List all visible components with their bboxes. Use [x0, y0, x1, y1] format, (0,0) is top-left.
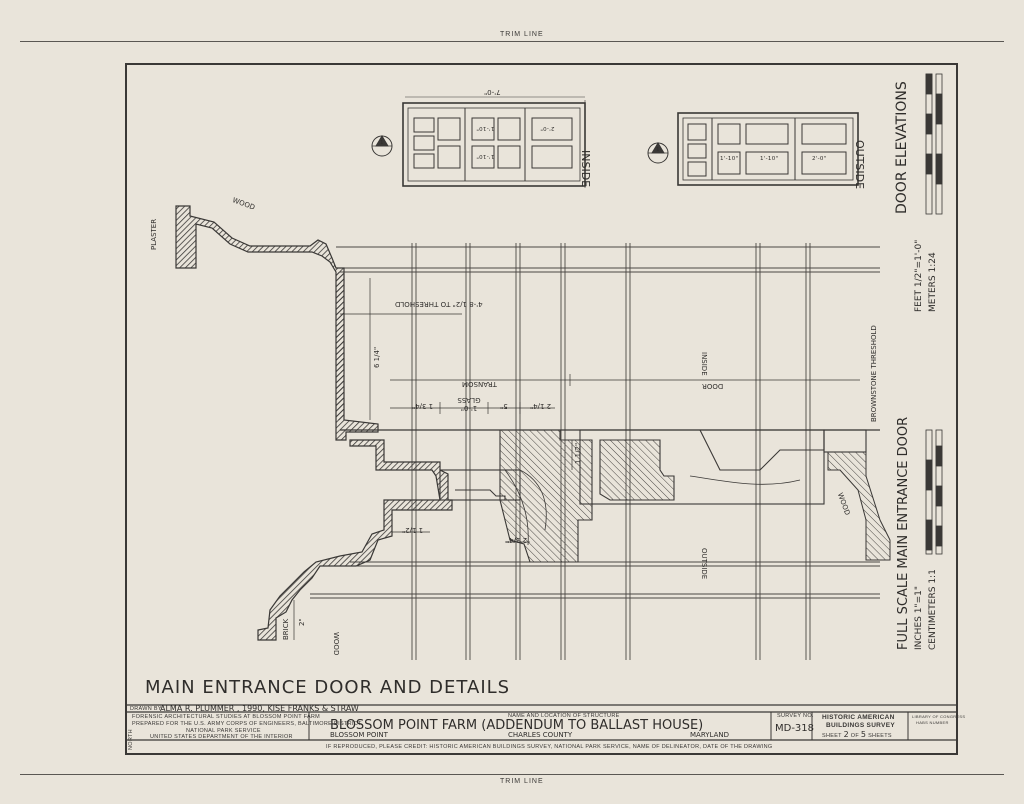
credit-line: IF REPRODUCED, PLEASE CREDIT: HISTORIC A…: [326, 744, 773, 750]
library-line-2: HABS NUMBER: [916, 720, 949, 725]
trim-line-top: [20, 41, 1004, 42]
label-outside: OUTSIDE: [700, 548, 708, 580]
survey-number: MD-318: [775, 723, 815, 734]
trim-line-bottom: [20, 774, 1004, 775]
label-brick: BRICK: [282, 618, 290, 640]
section-marker-inside: [371, 135, 393, 157]
label-elev-dim-6: 2'-0": [812, 156, 827, 162]
label-glass-dim-2: 1'-0" GLASS: [457, 396, 481, 412]
label-glass-dim-4: 2 1/4": [530, 402, 552, 410]
north-label: NORTH: [128, 729, 134, 750]
program-line-2: BUILDINGS SURVEY: [826, 722, 895, 729]
label-dim-jamb: 1 1/2": [402, 526, 424, 534]
label-transom: TRANSOM: [462, 380, 497, 388]
label-dim-sill-a: 1 1/2": [574, 442, 582, 464]
sheet-number: 2: [843, 730, 849, 739]
label-brick-dim: 2": [298, 618, 306, 626]
label-glass-dim-1: 1 3/4": [412, 402, 434, 410]
sheets-word: SHEETS: [868, 733, 892, 739]
agency-line-4: UNITED STATES DEPARTMENT OF THE INTERIOR: [150, 734, 293, 740]
label-elev-dim-3: 2'-0": [540, 125, 555, 131]
label-inside: INSIDE: [700, 352, 708, 376]
label-elev-dim-1: 1'-10": [476, 125, 495, 131]
title-door-elevations: DOOR ELEVATIONS: [894, 81, 910, 214]
label-dim-6: 6 1/4": [373, 346, 381, 368]
label-wood-bottom: WOOD: [332, 632, 340, 656]
label-elev-dim-4: 1'-10": [720, 156, 739, 162]
location-state: MARYLAND: [690, 731, 729, 739]
label-brownstone: BROWNSTONE THRESHOLD: [870, 325, 878, 422]
label-outside-elevation: OUTSIDE: [853, 140, 866, 190]
label-glass-dim-3: 5": [500, 402, 508, 410]
brownstone-threshold: [827, 451, 891, 561]
location-county: CHARLES COUNTY: [508, 731, 573, 739]
agency-line-2: PREPARED FOR THE U.S. ARMY CORPS OF ENGI…: [132, 721, 362, 727]
label-marker-inside: 1: [380, 140, 384, 146]
label-elev-dim-2: 1'-10": [476, 153, 495, 159]
title-block-lines: [127, 704, 956, 741]
label-elevation-width: 7'-0": [484, 88, 501, 96]
library-line-1: LIBRARY OF CONGRESS: [912, 714, 966, 719]
drawing-frame: [125, 63, 958, 755]
scale-full-cm: CENTIMETERS 1:1: [928, 569, 938, 650]
wall-jamb-hatch: [336, 272, 344, 420]
scale-bar-full: [925, 429, 943, 555]
trim-label-bottom: TRIM LINE: [500, 778, 544, 785]
sheet-of: OF: [850, 733, 860, 739]
scale-full-inches: INCHES 1"=1": [914, 586, 924, 650]
section-guide-horizontals: [310, 246, 880, 599]
dimension-lines: [293, 278, 860, 640]
drawn-by: ALMA R. PLUMMER , 1990, KISE FRANKS & ST…: [160, 704, 359, 713]
drawn-by-label: DRAWN BY:: [130, 706, 164, 712]
label-marker-outside: 1: [656, 147, 660, 153]
label-dim-sill-b: 2 3/4": [506, 536, 528, 544]
label-plaster: PLASTER: [150, 218, 158, 250]
scale-bar-elevation: [925, 73, 943, 215]
structure-name: BLOSSOM POINT FARM (ADDENDUM TO BALLAST …: [330, 718, 704, 733]
program-line-1: HISTORIC AMERICAN: [822, 714, 895, 721]
label-door: DOOR: [702, 382, 724, 390]
agency-line-3: NATIONAL PARK SERVICE: [186, 728, 261, 734]
scale-door-feet: FEET 1/2"=1'-0": [914, 239, 924, 312]
title-full-scale: FULL SCALE MAIN ENTRANCE DOOR: [896, 416, 911, 650]
upper-molding-profile: [175, 205, 379, 441]
trim-label-top: TRIM LINE: [500, 31, 544, 38]
agency-line-1: FORENSIC ARCHITECTURAL STUDIES AT BLOSSO…: [132, 714, 321, 720]
sheet-count: SHEET 2 OF 5 SHEETS: [822, 731, 892, 740]
label-inside-elevation: INSIDE: [579, 150, 592, 188]
label-threshold-height: 4'-8 1/2" TO THRESHOLD: [395, 300, 483, 308]
location-place: BLOSSOM POINT: [330, 731, 388, 739]
mid-jamb-profile: [257, 439, 453, 641]
structure-name-label: NAME AND LOCATION OF STRUCTURE: [508, 713, 620, 719]
survey-label: SURVEY NO.: [777, 713, 814, 719]
door-elevation-outside: [677, 112, 859, 186]
scale-door-meters: METERS 1:24: [928, 252, 938, 312]
label-elev-dim-5: 1'-10": [760, 156, 779, 162]
sheet-word: SHEET: [822, 733, 842, 739]
section-guide-lines: [411, 243, 811, 660]
sheet-total: 5: [860, 730, 867, 739]
section-marker-outside: [647, 142, 669, 164]
door-elevation-inside: [402, 96, 586, 188]
door-frame-detail: [439, 429, 867, 563]
sheet-title: MAIN ENTRANCE DOOR AND DETAILS: [145, 677, 511, 698]
